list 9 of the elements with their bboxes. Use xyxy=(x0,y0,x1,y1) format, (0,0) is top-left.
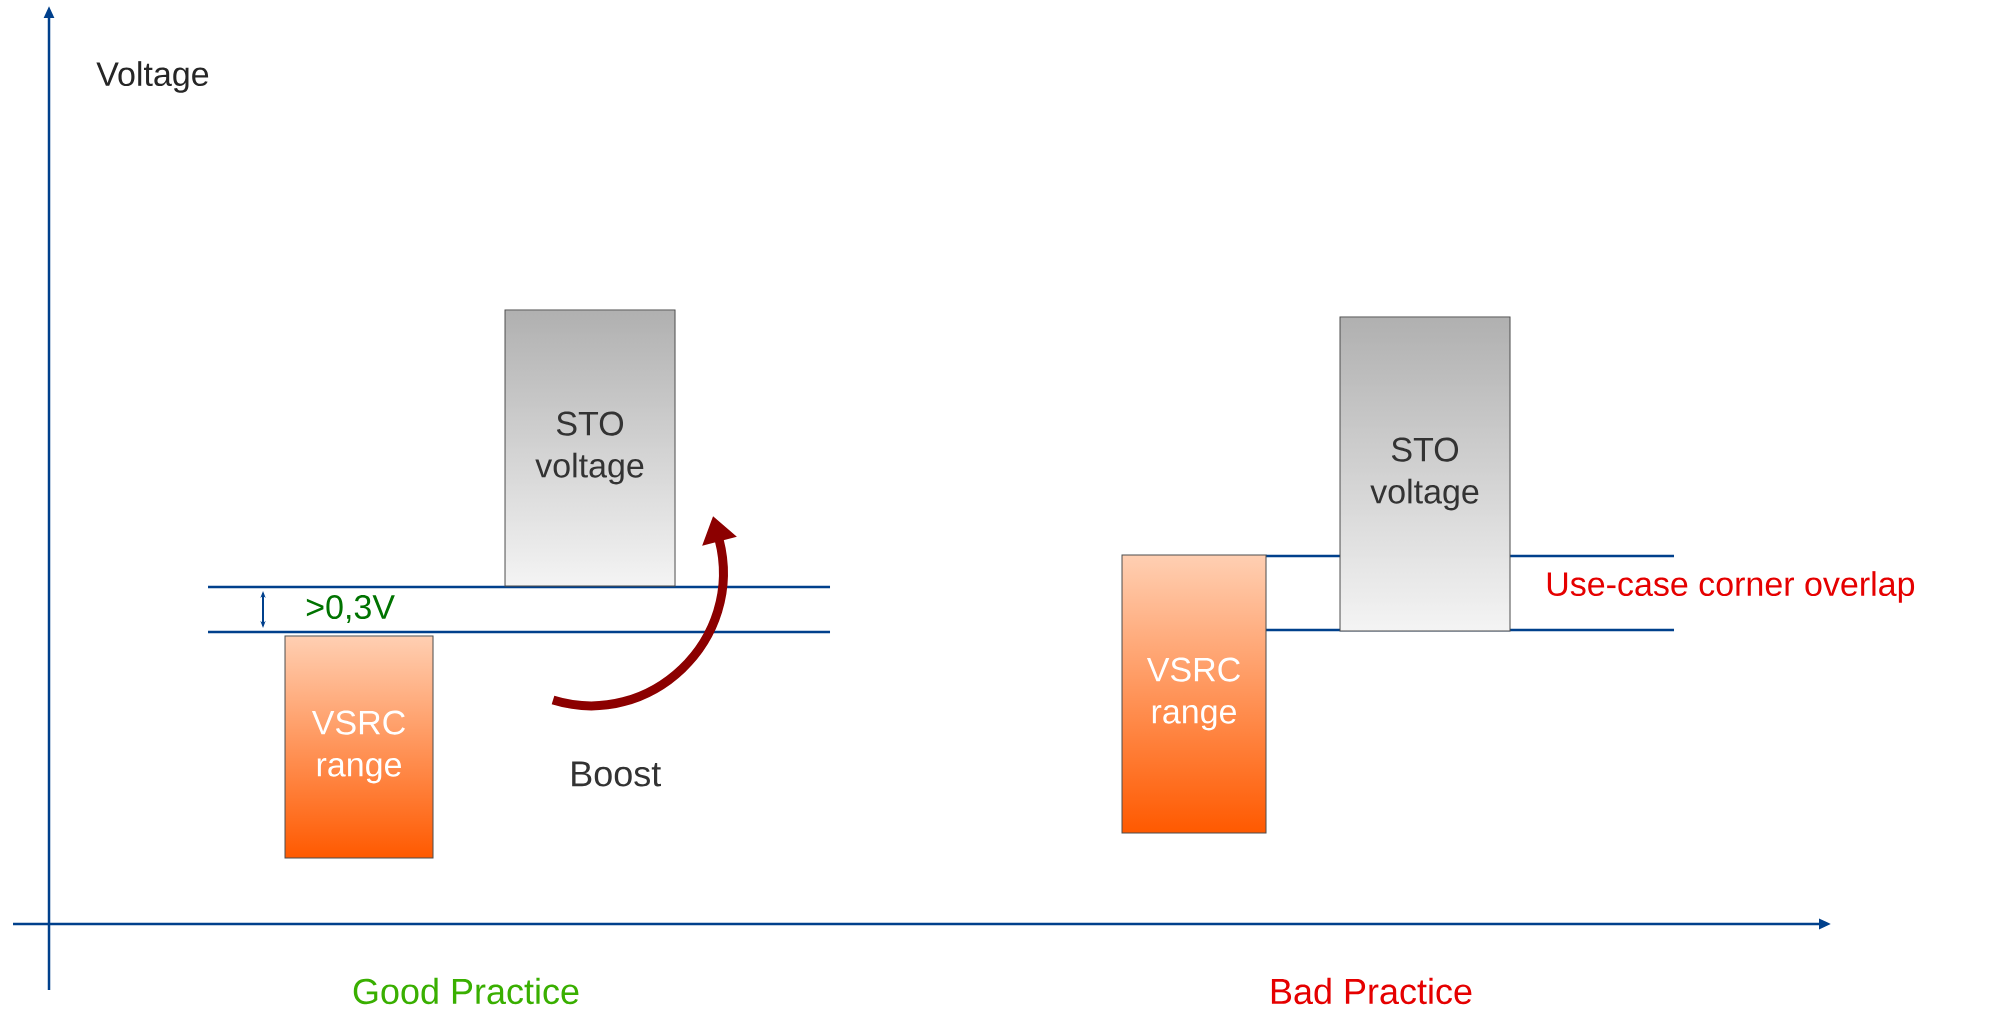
section-caption: Bad Practice xyxy=(1271,977,1472,1005)
section-caption: Good Practice xyxy=(353,977,579,1005)
source-range-box: VSRC range xyxy=(1121,554,1267,834)
stored-voltage-box: STO voltage xyxy=(504,309,676,587)
source-range-box: VSRC range xyxy=(284,635,434,859)
stored-voltage-box: STO voltage xyxy=(1339,316,1511,632)
overlap-label: Use-case corner overlap xyxy=(1547,571,1915,603)
axis-title: Voltage xyxy=(96,61,209,93)
boost-label: Boost xyxy=(572,761,661,787)
